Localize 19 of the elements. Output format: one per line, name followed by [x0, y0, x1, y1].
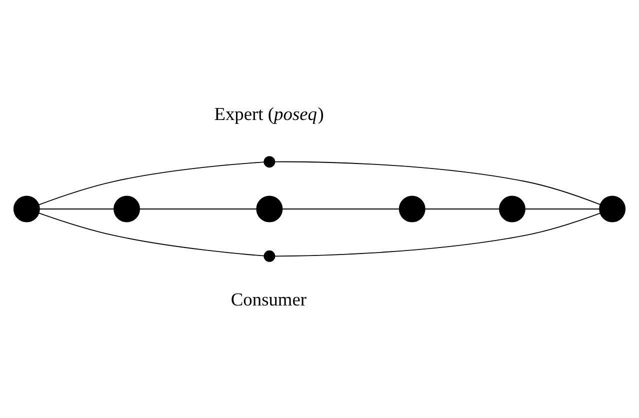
connector: [38, 208, 114, 210]
node-circle: [498, 196, 526, 222]
node-circle: [13, 196, 40, 222]
connector: [524, 208, 600, 210]
connector: [274, 161, 601, 206]
node-circle: [256, 196, 283, 222]
node-circle: [264, 156, 276, 168]
connector: [424, 208, 500, 210]
connector: [282, 208, 400, 210]
connector: [274, 212, 601, 257]
connector: [139, 208, 258, 210]
node-circle: [398, 196, 426, 222]
node-label: Consumer: [230, 289, 307, 310]
node-circle: [114, 196, 140, 222]
node-label: Expert (poseq): [214, 104, 324, 124]
connector: [38, 212, 264, 256]
node-circle: [264, 250, 276, 262]
node-circle: [599, 196, 626, 222]
connector: [38, 162, 264, 206]
